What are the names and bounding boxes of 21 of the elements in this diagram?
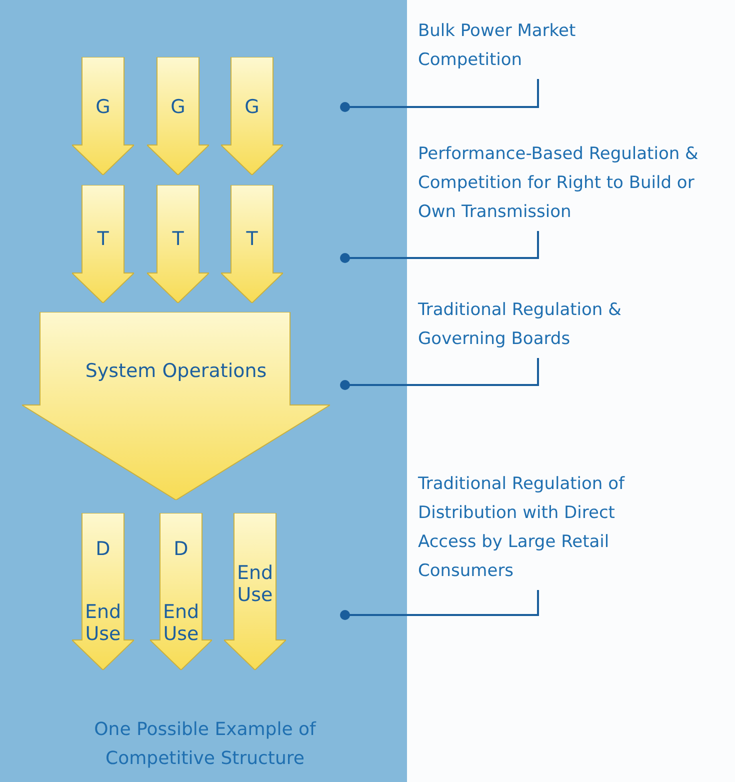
arrow-letter: G: [170, 97, 186, 119]
caption: One Possible Example of Competitive Structure: [93, 718, 318, 771]
leader-line: [340, 590, 539, 620]
arrow-letter: G: [94, 97, 112, 119]
arrow-letter: T: [171, 229, 185, 251]
arrow-letter: D: [172, 539, 190, 561]
leader-line: [340, 358, 539, 390]
arrow-label: System Operations: [85, 361, 267, 383]
arrow-label: End Use: [162, 602, 200, 646]
leader-line: [340, 79, 539, 112]
arrow-letter: T: [245, 229, 259, 251]
annotation-text: Bulk Power Market Competition: [418, 20, 577, 72]
arrow-label: End Use: [236, 563, 274, 607]
arrow-letter: G: [244, 97, 260, 119]
annotation-text: Performance-Based Regulation & Competition for Right to Build or Own Transmission: [418, 143, 700, 224]
arrow-letter: T: [96, 229, 110, 251]
annotation-text: Traditional Regulation of Distribution with Direct Access by Large Retail Consumers: [418, 473, 626, 583]
leader-line: [340, 231, 539, 263]
arrow-letter: D: [94, 539, 112, 561]
annotation-text: Traditional Regulation & Governing Boards: [418, 299, 622, 351]
arrow-label: End Use: [84, 602, 122, 646]
